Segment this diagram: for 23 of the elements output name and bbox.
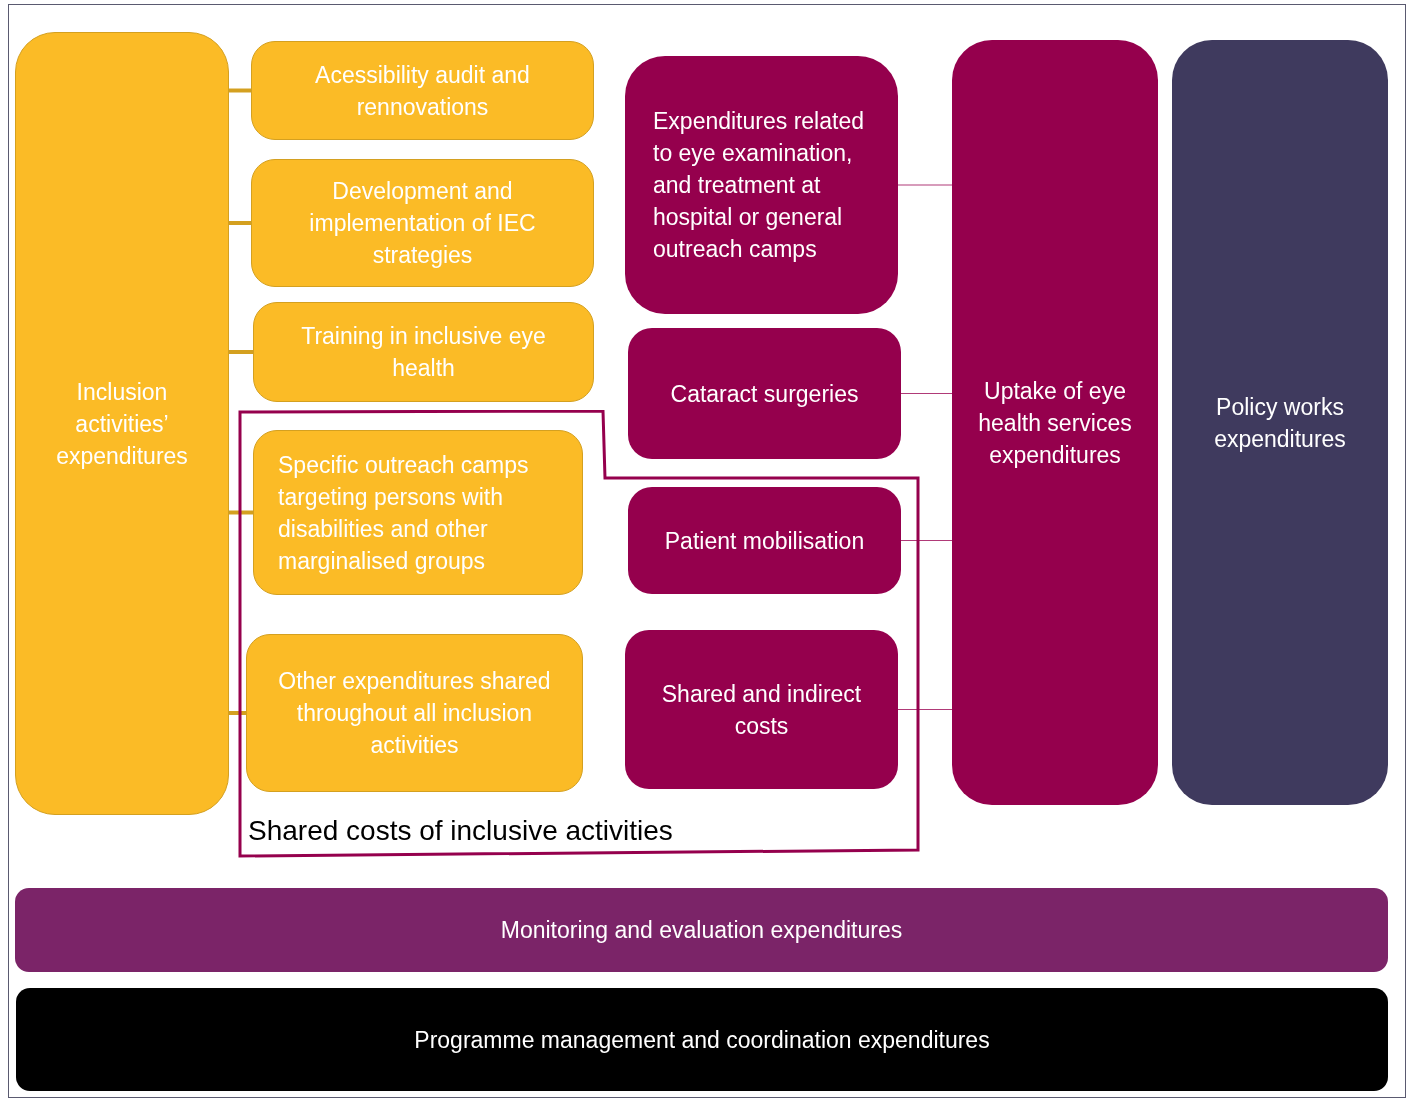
activity-box: Development and implementation of IEC strategies bbox=[251, 159, 594, 287]
activity-box: Specific outreach camps targeting persons with disabilities and other marginalised groups bbox=[253, 430, 583, 595]
category-box: Uptake of eye health services expenditures bbox=[952, 40, 1158, 805]
activity-box: Cataract surgeries bbox=[628, 328, 901, 459]
connector-line bbox=[897, 184, 953, 186]
category-band: Programme management and coordination expenditures bbox=[16, 988, 1388, 1091]
connector-line bbox=[897, 708, 953, 711]
category-band: Monitoring and evaluation expenditures bbox=[15, 888, 1388, 972]
activity-box: Shared and indirect costs bbox=[625, 630, 898, 789]
activity-box: Patient mobilisation bbox=[628, 487, 901, 594]
activity-box: Acessibility audit and rennovations bbox=[251, 41, 594, 140]
activity-box: Training in inclusive eye health bbox=[253, 302, 594, 402]
connector-line bbox=[229, 510, 253, 515]
activity-box: Expenditures related to eye examination, and treatment at hospital or general outreach camps bbox=[625, 56, 898, 314]
connector-line bbox=[900, 539, 953, 542]
connector-line bbox=[229, 350, 253, 354]
connector-line bbox=[229, 88, 251, 93]
group-label: Shared costs of inclusive activities bbox=[248, 814, 673, 848]
connector-line bbox=[229, 221, 251, 225]
activity-box: Other expenditures shared throughout all inclusion activities bbox=[246, 634, 583, 792]
category-box: Policy works expenditures bbox=[1172, 40, 1388, 805]
connector-line bbox=[900, 392, 953, 395]
category-box: Inclusion activities’ expenditures bbox=[15, 32, 229, 815]
